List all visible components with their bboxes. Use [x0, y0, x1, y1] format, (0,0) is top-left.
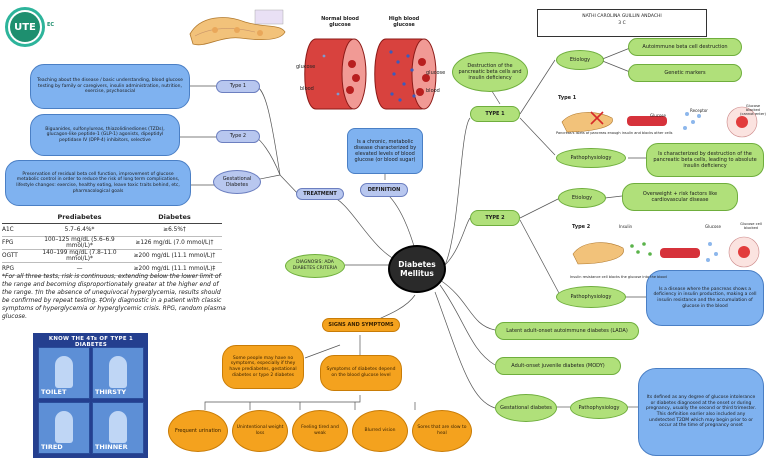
- center-diabetes-mellitus: Diabetes Mellitus: [388, 245, 446, 293]
- table-cell: 100–125 mg/dL (5.6–6.9 mmol/L)*: [44, 237, 115, 249]
- type1-description: Destruction of the pancreatic beta cells…: [452, 52, 528, 92]
- type1-etiology-item-2: Genetic markers: [628, 64, 742, 82]
- table-header-row: Prediabetes Diabetes: [2, 211, 222, 224]
- type1-glucose-label: Glucose: [650, 113, 666, 118]
- poster-tile-toilet: TOILET: [38, 347, 90, 399]
- signs-label: SIGNS AND SYMPTOMS: [322, 318, 400, 332]
- type1-img-subtitle: Pancreas's islets of pancreas enough ins…: [556, 131, 673, 135]
- pancreas-illustration: [189, 9, 286, 46]
- poster-tile-label: THIRSTY: [95, 388, 127, 396]
- table-cell: ≥200 mg/dL (11.1 mmol/L)†: [133, 253, 216, 259]
- symptom-tired-weak: Feeling tired and weak: [292, 410, 348, 452]
- diagnosis-label: DIAGNOSIS: ADA DIABETES CRITERIA: [285, 254, 345, 278]
- treatment-type1-label: Type 1: [216, 80, 260, 93]
- type2-glucose-label: Glucose: [705, 224, 721, 229]
- normal-glucose-label: Normal blood glucose: [321, 16, 359, 28]
- type2-img-subtitle: Insulin resistance cell blocks the gluco…: [570, 275, 667, 279]
- type1-receptor-label: Receptor: [690, 108, 708, 113]
- gestational-patho-text: Its defined as any degree of glucose int…: [638, 368, 764, 456]
- lada-node: Latent adult-onset autoimmune diabetes (…: [495, 322, 639, 340]
- treatment-type2-text: Biguanides, sulfonylureas, thiazolidined…: [30, 114, 180, 156]
- student-class: 3 C: [618, 20, 626, 26]
- blood-label-right: blood: [426, 88, 440, 94]
- definition-text: Is a chronic, metabolic disease characte…: [347, 128, 423, 174]
- table-cell: 5.7–6.4%*: [64, 227, 95, 233]
- table-cell: ≥200 mg/dL (11.1 mmol/L)‡: [133, 266, 216, 272]
- table-cell: OGTT: [2, 253, 18, 259]
- symptoms-note: Some people may have no symptoms, especi…: [222, 345, 304, 389]
- glucose-label-right: glucose: [426, 70, 446, 76]
- treatment-type2-label: Type 2: [216, 130, 260, 143]
- table-cell: FPG: [2, 240, 14, 246]
- table-row: RPG — ≥200 mg/dL (11.1 mmol/L)‡: [2, 263, 222, 276]
- type2-etiology-label: Etiology: [558, 188, 606, 208]
- type2-insulin-label: Insulin: [619, 224, 633, 229]
- logo-suffix: EC: [47, 22, 55, 28]
- treatment-type1-text: Teaching about the disease / basic under…: [30, 64, 190, 109]
- toilet-icon: [55, 356, 73, 388]
- poster-tile-tired: TIRED: [38, 402, 90, 454]
- poster-tile-thinner: THINNER: [92, 402, 144, 454]
- type1-cell-label: Glucose blocked (cannot enter): [740, 104, 766, 116]
- blood-label-left: blood: [300, 86, 314, 92]
- table-cell: A1C: [2, 227, 14, 233]
- university-logo: UTE: [5, 7, 45, 47]
- symptom-frequent-urination: Frequent urination: [168, 410, 228, 452]
- type1-etiology-item-1: Autoimmune beta cell destruction: [628, 38, 742, 56]
- type1-patho-label: Pathophysiology: [556, 148, 626, 168]
- poster-tile-label: THINNER: [95, 443, 128, 451]
- table-cell: ≥126 mg/dL (7.0 mmol/L)†: [135, 240, 214, 246]
- type2-insulin-illustration: [572, 236, 760, 268]
- table-cell: RPG: [2, 266, 15, 272]
- symptom-weight-loss: Unintentional weight loss: [232, 410, 288, 452]
- type2-img-caption: Type 2: [572, 224, 591, 230]
- blood-vessel-images: [304, 38, 437, 110]
- type2-etiology-text: Overweight + risk factors like cardiovas…: [622, 183, 738, 211]
- ada-criteria-table: Prediabetes Diabetes A1C 5.7–6.4%* ≥6.5%…: [2, 211, 222, 276]
- mody-node: Adult-onset juvenile diabetes (MODY): [495, 357, 621, 375]
- table-row: FPG 100–125 mg/dL (5.6–6.9 mmol/L)* ≥126…: [2, 237, 222, 250]
- type2-patho-label: Pathophysiology: [556, 286, 626, 308]
- type2-label: TYPE 2: [470, 210, 520, 226]
- symptoms-main: Symptoms of diabetes depend on the blood…: [320, 355, 402, 391]
- four-ts-poster: KNOW THE 4Ts OF TYPE 1 DIABETES TOILET T…: [33, 333, 148, 458]
- poster-tile-label: TIRED: [41, 443, 63, 451]
- type1-img-caption: Type 1: [558, 95, 577, 101]
- type1-etiology-label: Etiology: [556, 50, 604, 70]
- gestational-node: Gestational diabetes: [495, 394, 557, 422]
- poster-tile-label: TOILET: [41, 388, 67, 396]
- high-glucose-label: High blood glucose: [388, 16, 420, 28]
- table-cell: 140–199 mg/dL (7.8–11.0 mmol/L)*: [42, 250, 117, 262]
- definition-label: DEFINITION: [360, 183, 408, 197]
- table-row: OGTT 140–199 mg/dL (7.8–11.0 mmol/L)* ≥2…: [2, 250, 222, 263]
- logo-text: UTE: [10, 12, 40, 42]
- thin-person-icon: [109, 411, 127, 443]
- type2-patho-text: Is a disease where the pancreas shows a …: [646, 270, 764, 326]
- type1-insulin-illustration: [561, 106, 758, 138]
- table-footnote: *For all three tests, risk is continuous…: [2, 273, 226, 321]
- symptom-slow-sores: Sores that are slow to heal: [412, 410, 472, 452]
- tired-person-icon: [55, 411, 73, 443]
- type1-patho-text: Is characterized by destruction of the p…: [646, 143, 764, 177]
- poster-tile-thirsty: THIRSTY: [92, 347, 144, 399]
- type2-cell-label: Glucose cell blocked: [740, 222, 762, 230]
- table-row: A1C 5.7–6.4%* ≥6.5%†: [2, 224, 222, 237]
- symptom-blurred-vision: Blurred vision: [352, 410, 408, 452]
- type1-label: TYPE 1: [470, 106, 520, 122]
- table-header-cell: Diabetes: [158, 213, 191, 221]
- glass-icon: [109, 356, 127, 388]
- glucose-label-left: glucose: [296, 64, 316, 70]
- gestational-patho-label: Pathophysiology: [570, 397, 628, 419]
- table-cell: —: [76, 266, 83, 272]
- table-cell: ≥6.5%†: [163, 227, 186, 233]
- treatment-gestational-text: Preservation of residual beta cell funct…: [5, 160, 191, 206]
- treatment-gestational-label: Gestational Diabetes: [213, 170, 261, 194]
- poster-title: KNOW THE 4Ts OF TYPE 1 DIABETES: [48, 336, 134, 348]
- treatment-label: TREATMENT: [296, 188, 344, 200]
- table-header-cell: Prediabetes: [57, 213, 102, 221]
- student-name: NATHI CAROLINA GUILLIN ANDACHI: [582, 14, 662, 19]
- student-info-box: NATHI CAROLINA GUILLIN ANDACHI 3 C: [537, 9, 707, 37]
